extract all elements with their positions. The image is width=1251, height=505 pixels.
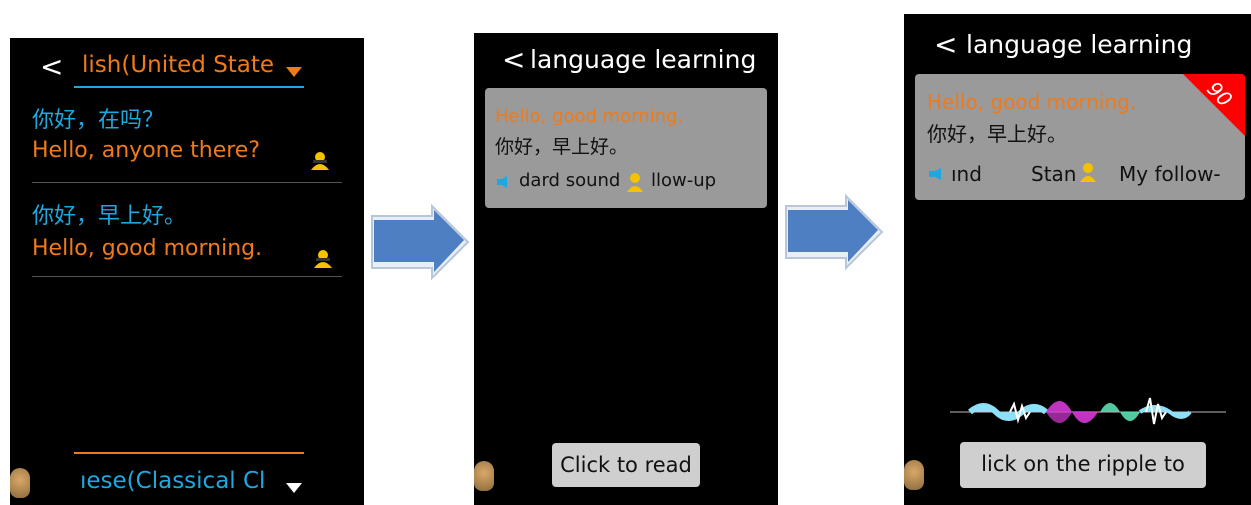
chinese-text: 你好，早上好。 [495,136,629,158]
dropdown-arrow-icon [286,62,302,81]
back-button[interactable]: < [934,28,958,61]
source-language-selector[interactable]: lish(United State [74,50,304,88]
standard-label[interactable]: Stan [1031,162,1077,186]
chinese-text: 你好，早上好。 [927,122,1067,146]
flow-arrow-icon [371,204,470,281]
english-text: Hello, good morning. [927,90,1137,114]
divider [32,182,342,183]
person-icon[interactable] [1079,162,1097,182]
target-language-selector[interactable]: ıese(Classical Cl [74,452,304,502]
flow-arrow-icon [785,194,884,271]
voice-ripple-waveform[interactable] [950,380,1226,444]
speaker-icon[interactable] [929,168,945,180]
target-text: Hello, good morning. [32,236,263,261]
phrase-card[interactable]: Hello, good morning. 你好，早上好。 dard sound … [485,88,767,208]
source-language-label: lish(United State [82,52,275,78]
back-button[interactable]: < [40,50,64,83]
person-icon[interactable] [626,172,644,192]
speaker-person-icon[interactable] [312,248,334,270]
language-learning-scored-screen: < language learning Hello, good morning.… [904,14,1251,505]
phrase-card[interactable]: Hello, good morning. 你好，早上好。 ınd Stan My… [915,74,1245,200]
standard-sound-label[interactable]: dard sound [519,170,621,191]
target-text: Hello, anyone there? [32,138,261,163]
my-follow-up-label[interactable]: My follow- [1119,162,1221,186]
microphone-icon[interactable] [904,460,924,490]
conversation-item[interactable]: 你好，在吗？ Hello, anyone there? [10,96,364,182]
page-title: language learning [966,30,1193,59]
english-text: Hello, good morning. [495,106,684,127]
divider [32,276,342,277]
click-to-read-button[interactable]: Click to read [552,443,700,487]
follow-up-label[interactable]: llow-up [651,170,717,191]
microphone-icon[interactable] [10,468,30,498]
sound-label[interactable]: ınd [951,162,982,186]
click-on-ripple-button[interactable]: lick on the ripple to [960,442,1206,488]
source-text: 你好，在吗？ [32,108,165,133]
source-text: 你好，早上好。 [32,204,187,229]
page-title: language learning [530,45,757,74]
back-button[interactable]: < [502,43,526,76]
speaker-person-icon[interactable] [309,150,331,172]
microphone-icon[interactable] [474,461,494,491]
language-learning-screen: < language learning Hello, good morning.… [474,33,778,505]
conversation-item[interactable]: 你好，早上好。 Hello, good morning. [10,188,364,276]
dropdown-arrow-icon [286,478,302,497]
translation-screen: < lish(United State 你好，在吗？ Hello, anyone… [10,38,364,505]
speaker-icon[interactable] [497,176,511,188]
score-ribbon [1183,74,1245,136]
target-language-label: ıese(Classical Cl [80,468,266,494]
